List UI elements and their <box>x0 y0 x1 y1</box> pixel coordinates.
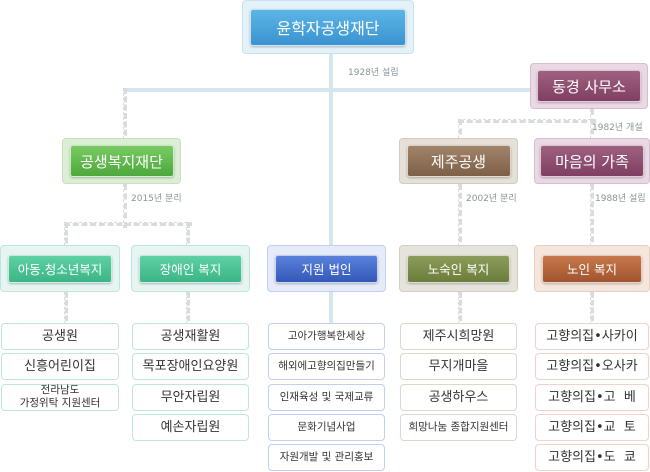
child-youth-welfare-node[interactable]: 아동.청소년복지 <box>0 245 120 292</box>
root-label: 윤학자공생재단 <box>250 8 406 46</box>
jeju-note: 2002년 분리 <box>466 194 517 204</box>
list-item[interactable]: 문화기념사업 <box>268 413 385 441</box>
disability-welfare-label: 장애인 복지 <box>139 254 242 283</box>
elderly-welfare-node[interactable]: 노인 복지 <box>534 245 650 292</box>
connector <box>123 184 127 228</box>
family-label: 마음의 가족 <box>540 145 644 177</box>
homeless-welfare-label: 노숙인 복지 <box>407 254 510 283</box>
jeju-label: 제주공생 <box>406 145 511 177</box>
family-note: 1988년 설립 <box>595 194 646 204</box>
list-item[interactable]: 고향의집•도 쿄 <box>535 444 649 472</box>
list-item[interactable]: 공생원 <box>1 323 119 350</box>
list-item[interactable]: 전라남도 가정위탁 지원센터 <box>1 383 119 411</box>
connector <box>458 119 596 123</box>
jeju-node[interactable]: 제주공생 <box>399 138 518 184</box>
family-node[interactable]: 마음의 가족 <box>534 138 650 184</box>
list-item[interactable]: 무안자립원 <box>132 383 249 411</box>
list-item[interactable]: 공생하우스 <box>400 383 517 411</box>
connector <box>64 222 192 226</box>
list-item[interactable]: 고아가행복한세상 <box>268 323 385 350</box>
list-item[interactable]: 고향의집•오사카 <box>535 353 649 381</box>
list-item[interactable]: 예손자립원 <box>132 413 249 441</box>
homeless-welfare-node[interactable]: 노숙인 복지 <box>399 245 518 292</box>
support-corporation-label: 지원 법인 <box>275 254 378 283</box>
list-item[interactable]: 목포장애인요양원 <box>132 353 249 381</box>
list-item[interactable]: 자원개발 및 관리홍보 <box>268 444 385 472</box>
list-item[interactable]: 제주시희망원 <box>400 323 517 350</box>
list-item[interactable]: 희망나눔 종합지원센터 <box>400 413 517 441</box>
list-item[interactable]: 공생재활원 <box>132 323 249 350</box>
support-corporation-node[interactable]: 지원 법인 <box>267 245 386 292</box>
elderly-welfare-label: 노인 복지 <box>542 254 642 283</box>
tokyo-office-node[interactable]: 동경 사무소 <box>530 63 648 109</box>
list-item[interactable]: 고향의집•고 베 <box>535 383 649 411</box>
tokyo-note: 1982년 개설 <box>592 123 643 133</box>
welfare-note: 2015년 분리 <box>131 194 182 204</box>
list-item[interactable]: 신흥어린이집 <box>1 353 119 381</box>
list-item[interactable]: 고향의집•교 토 <box>535 413 649 441</box>
list-item[interactable]: 해외에고향의집만들기 <box>268 353 385 381</box>
tokyo-office-label: 동경 사무소 <box>537 70 641 102</box>
welfare-foundation-label: 공생복지재단 <box>69 145 174 177</box>
list-item[interactable]: 인재육성 및 국제교류 <box>268 383 385 411</box>
connector <box>123 88 537 92</box>
connector <box>590 184 594 251</box>
list-item[interactable]: 고향의집•사카이 <box>535 323 649 350</box>
welfare-foundation-node[interactable]: 공생복지재단 <box>62 138 181 184</box>
root-node[interactable]: 윤학자공생재단 <box>242 0 414 54</box>
list-item[interactable]: 무지개마을 <box>400 353 517 381</box>
connector <box>123 88 127 144</box>
child-youth-welfare-label: 아동.청소년복지 <box>8 254 112 283</box>
root-note: 1928년 설립 <box>348 68 399 78</box>
connector <box>458 184 462 251</box>
disability-welfare-node[interactable]: 장애인 복지 <box>131 245 250 292</box>
